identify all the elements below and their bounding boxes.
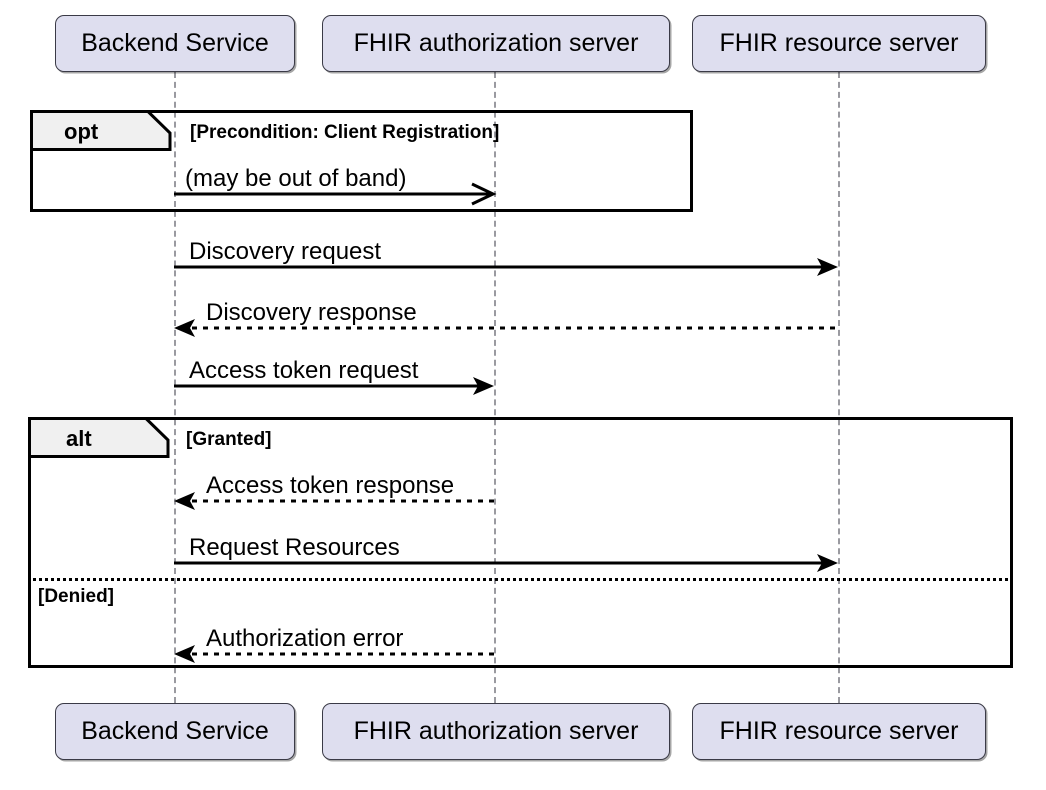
fragment-alt-guard-denied: [Denied] — [38, 586, 114, 607]
participant-label-resource-top: FHIR resource server — [719, 29, 959, 57]
fragment-opt — [30, 110, 693, 212]
participant-box-resource-bottom[interactable]: FHIR resource server — [692, 703, 986, 760]
message-arrow-access-token-response — [174, 492, 494, 510]
fragment-alt-guard-granted: [Granted] — [186, 429, 272, 450]
participant-box-authz-top[interactable]: FHIR authorization server — [322, 15, 670, 72]
fragment-alt-separator — [28, 578, 1013, 581]
fragment-opt-label-shape — [30, 110, 172, 151]
lifeline-authz — [494, 72, 496, 703]
message-arrow-discovery-request — [174, 258, 838, 276]
participant-label-authz-top: FHIR authorization server — [353, 29, 639, 57]
message-arrow-authorization-error — [174, 645, 494, 663]
message-label-discovery-request: Discovery request — [189, 238, 382, 265]
message-arrow-discovery-response — [174, 319, 838, 337]
fragment-alt-label-shape — [28, 417, 170, 458]
message-label-access-token-request: Access token request — [189, 357, 419, 384]
message-label-request-resources: Request Resources — [189, 534, 400, 561]
participant-label-backend-top: Backend Service — [81, 29, 269, 57]
participant-box-backend-bottom[interactable]: Backend Service — [55, 703, 295, 760]
fragment-alt — [28, 417, 1013, 668]
message-label-may-be-out-of-band: (may be out of band) — [185, 165, 407, 192]
fragment-alt-operator: alt — [66, 426, 92, 451]
participant-box-resource-top[interactable]: FHIR resource server — [692, 15, 986, 72]
fragment-opt-operator: opt — [64, 119, 99, 144]
message-label-authorization-error: Authorization error — [206, 625, 404, 652]
message-arrow-request-resources — [174, 554, 838, 572]
participant-box-authz-bottom[interactable]: FHIR authorization server — [322, 703, 670, 760]
message-arrow-access-token-request — [174, 377, 494, 395]
participant-label-backend-bottom: Backend Service — [81, 717, 269, 745]
participant-label-resource-bottom: FHIR resource server — [719, 717, 959, 745]
message-label-discovery-response: Discovery response — [206, 299, 417, 326]
message-arrow-may-be-out-of-band — [174, 182, 497, 206]
participant-box-backend-top[interactable]: Backend Service — [55, 15, 295, 72]
participant-label-authz-bottom: FHIR authorization server — [353, 717, 639, 745]
lifeline-resource — [838, 72, 840, 703]
message-label-access-token-response: Access token response — [206, 472, 455, 499]
fragment-opt-guard: [Precondition: Client Registration] — [190, 122, 500, 143]
